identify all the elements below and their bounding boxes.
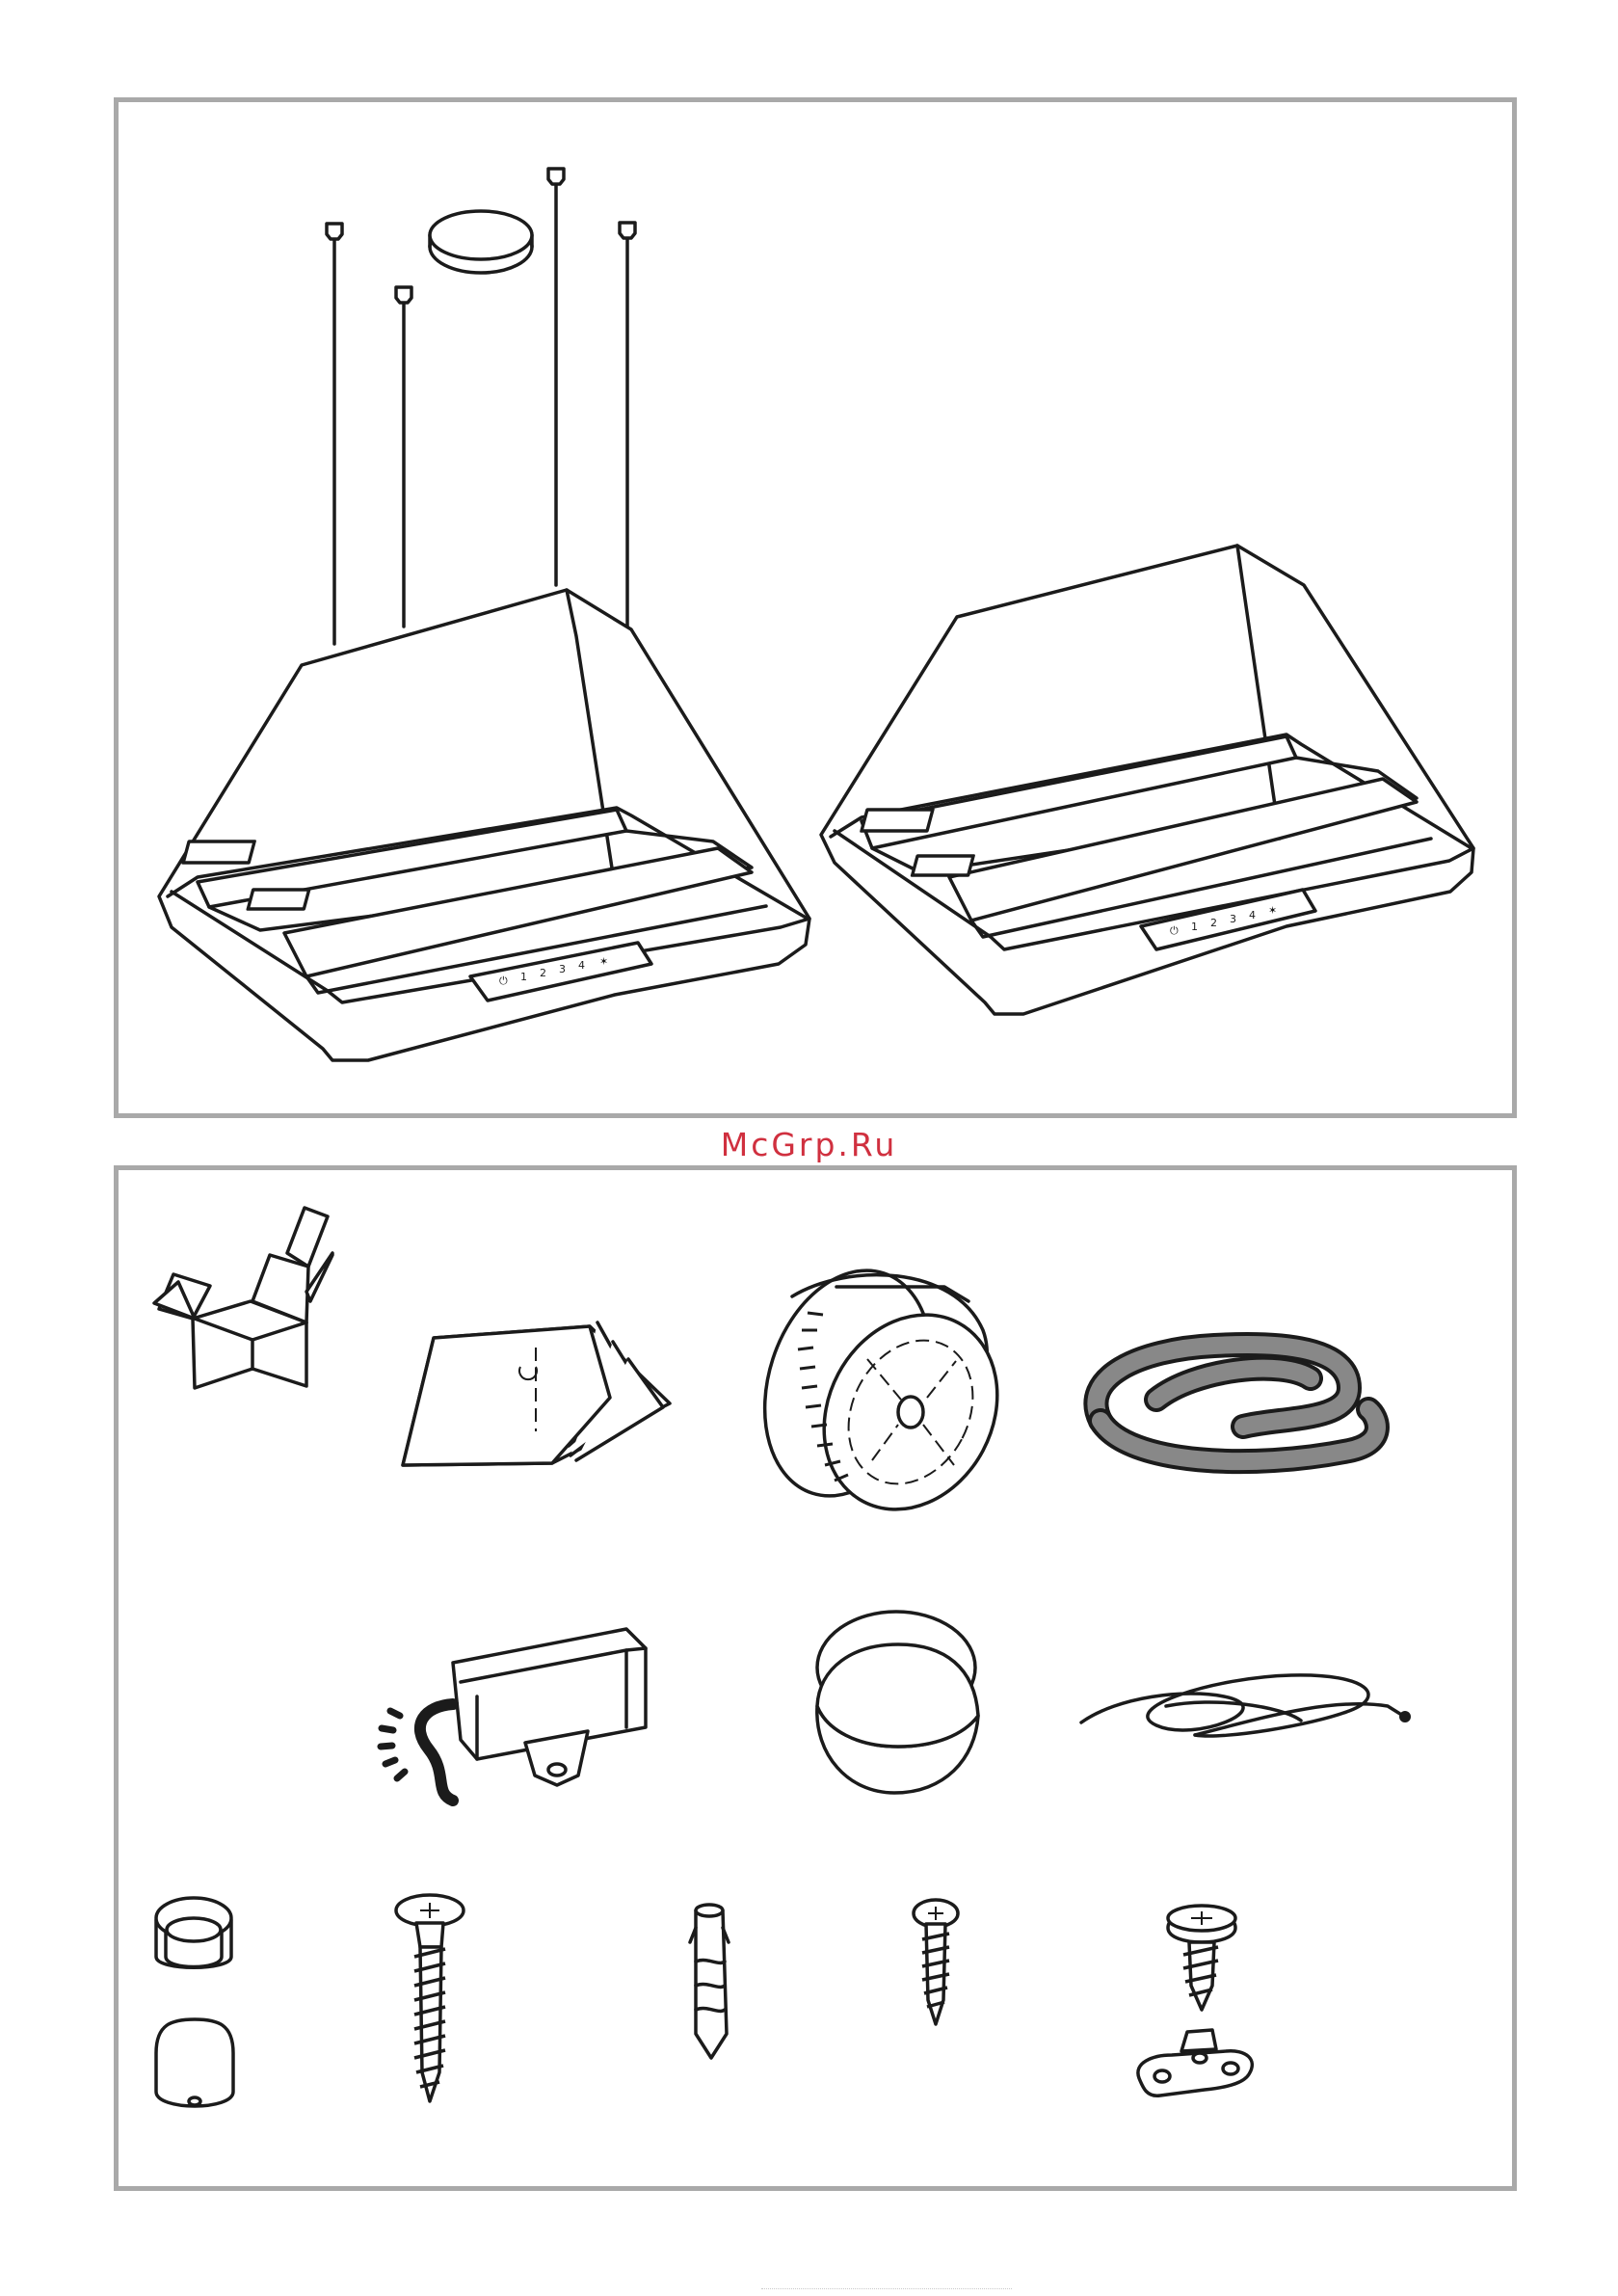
cross-screw-icon: [1168, 1906, 1235, 2010]
footer-rule: [761, 2288, 1012, 2295]
svg-text:⏻: ⏻: [499, 974, 508, 987]
short-screw-icon: [914, 1900, 958, 2024]
svg-text:2: 2: [1210, 917, 1217, 929]
svg-text:✶: ✶: [599, 955, 608, 968]
long-screw-icon: [396, 1895, 464, 2101]
ceiling-cover-icon: [817, 1612, 978, 1793]
carbon-filter-icon: [737, 1249, 1030, 1540]
island-hood: ⏻ 1 2 3 4 ✶: [821, 546, 1473, 1014]
cap-icon: [156, 2019, 233, 2106]
box-icon: [154, 1208, 332, 1388]
steel-cable-icon: [1081, 1675, 1411, 1736]
junction-box-icon: [381, 1629, 646, 1801]
ceiling-cover: [430, 211, 532, 273]
wall-plug-icon: [690, 1905, 729, 2058]
svg-text:3: 3: [1230, 913, 1236, 925]
svg-text:4: 4: [578, 959, 585, 972]
svg-text:1: 1: [520, 971, 527, 983]
manual-icon: [403, 1322, 670, 1465]
svg-text:✶: ✶: [1268, 904, 1277, 917]
svg-text:4: 4: [1249, 909, 1256, 921]
svg-text:1: 1: [1191, 921, 1198, 933]
flexible-hose-icon: [1096, 1345, 1377, 1461]
svg-text:3: 3: [559, 963, 566, 975]
bushing-icon: [156, 1898, 231, 1967]
clip-icon: [1138, 2030, 1252, 2096]
svg-text:2: 2: [540, 967, 546, 979]
island-hood-with-cables: ⏻ 1 2 3 4 ✶: [159, 169, 809, 1060]
svg-text:⏻: ⏻: [1170, 924, 1179, 937]
